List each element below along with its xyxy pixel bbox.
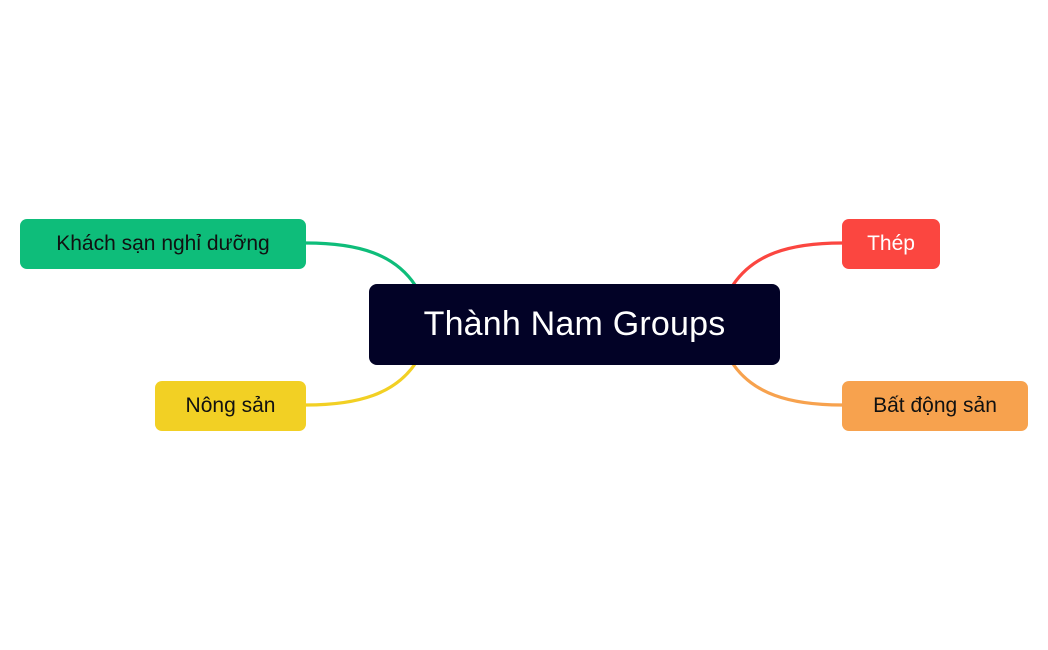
branch-node-khach-san[interactable]: Khách sạn nghỉ dưỡng (20, 219, 306, 269)
branch-label: Thép (867, 232, 915, 255)
branch-label: Bất động sản (873, 394, 997, 417)
branch-label: Nông sản (185, 394, 276, 417)
branch-node-bat-dong-san[interactable]: Bất động sản (842, 381, 1028, 431)
connector-bat-dong-san (731, 362, 844, 407)
branch-node-thep[interactable]: Thép (842, 219, 940, 269)
connector-khach-san (304, 241, 417, 287)
connector-thep (731, 241, 844, 287)
connector-nong-san (304, 362, 417, 407)
central-topic-node[interactable]: Thành Nam Groups (369, 284, 780, 365)
branch-node-nong-san[interactable]: Nông sản (155, 381, 306, 431)
branch-label: Khách sạn nghỉ dưỡng (56, 232, 270, 255)
central-topic-label: Thành Nam Groups (423, 305, 726, 343)
